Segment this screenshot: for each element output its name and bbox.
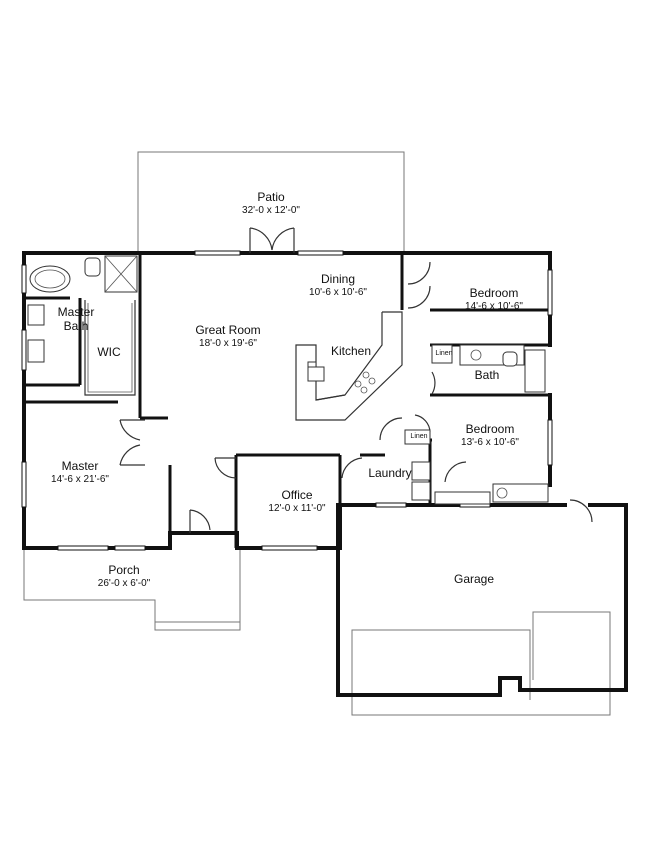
master-bath-fixtures	[27, 255, 138, 396]
garage-name: Garage	[453, 572, 495, 586]
kitchen-label: Kitchen	[330, 344, 372, 359]
master-bath-name: Master Bath	[57, 305, 95, 334]
bedroom1-name: Bedroom	[469, 286, 519, 300]
exterior-walls	[22, 251, 628, 697]
garage-apron	[351, 700, 611, 716]
linen2-label: Linen	[410, 433, 428, 440]
bedroom1-label: Bedroom 14'-6 x 10'-6"	[465, 286, 523, 312]
master-name: Master	[61, 459, 99, 473]
garage-label: Garage	[453, 572, 495, 587]
great-room-dimensions: 18'-0 x 19'-6"	[199, 337, 257, 349]
master-bath-label: Master Bath	[58, 288, 95, 352]
bedroom2-name: Bedroom	[465, 422, 515, 436]
bath-label: Bath	[474, 368, 500, 383]
great-room-label: Great Room 18'-0 x 19'-6"	[195, 323, 261, 349]
dining-dimensions: 10'-6 x 10'-6"	[309, 286, 367, 298]
garage-door-right	[532, 611, 611, 700]
kitchen-name: Kitchen	[330, 344, 372, 358]
patio-label: Patio 32'-0 x 12'-0"	[242, 190, 300, 216]
laundry-label: Laundry	[368, 466, 412, 481]
bedroom2-label: Bedroom 13'-6 x 10'-6"	[461, 422, 519, 448]
great-room-name: Great Room	[195, 323, 261, 337]
linen1-label: Linen	[435, 350, 453, 357]
porch-outline	[23, 548, 241, 631]
master-label: Master 14'-6 x 21'-6"	[51, 459, 109, 485]
office-dimensions: 12'-0 x 11'-0"	[268, 502, 326, 514]
patio-name: Patio	[257, 190, 285, 204]
master-dimensions: 14'-6 x 21'-6"	[51, 473, 109, 485]
porch-label: Porch 26'-0 x 6'-0"	[97, 563, 151, 589]
bedroom1-dimensions: 14'-6 x 10'-6"	[465, 300, 523, 312]
bedroom2-dimensions: 13'-6 x 10'-6"	[461, 436, 519, 448]
office-name: Office	[281, 488, 313, 502]
garage-door-left	[351, 629, 531, 700]
porch-name: Porch	[108, 563, 140, 577]
patio-outline	[137, 151, 405, 253]
bath-fixtures	[431, 344, 546, 393]
kitchen-counter	[295, 311, 403, 421]
bath-name: Bath	[474, 368, 500, 382]
office-label: Office 12'-0 x 11'-0"	[268, 488, 326, 514]
laundry-fixtures	[404, 429, 549, 505]
patio-dimensions: 32'-0 x 12'-0"	[242, 204, 300, 216]
laundry-name: Laundry	[368, 466, 412, 480]
dining-label: Dining 10'-6 x 10'-6"	[309, 272, 367, 298]
porch-dimensions: 26'-0 x 6'-0"	[97, 577, 151, 589]
dining-name: Dining	[320, 272, 356, 286]
wic-name: WIC	[97, 345, 121, 359]
wic-label: WIC	[97, 345, 121, 360]
